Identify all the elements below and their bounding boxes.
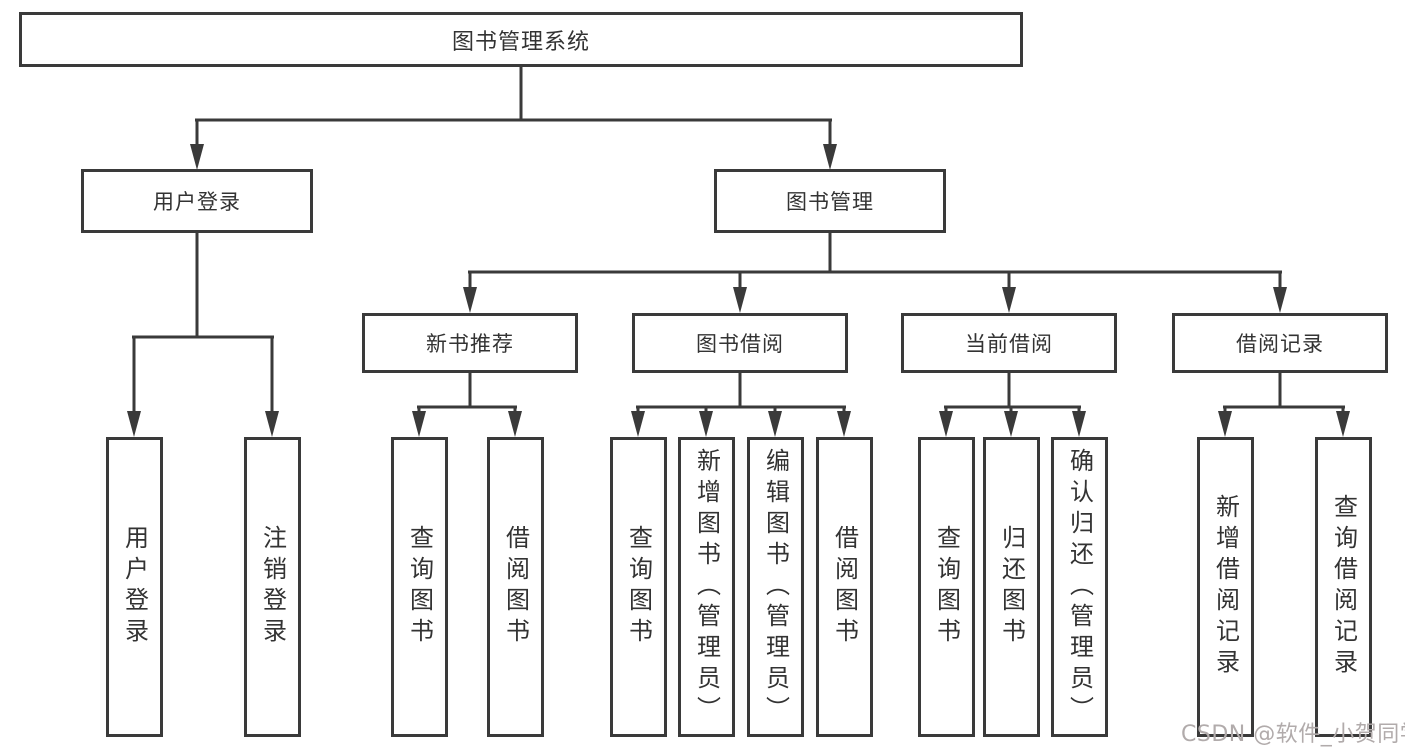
leaf-label: 归还图书 — [997, 525, 1026, 649]
leaf-label: 注销登录 — [258, 525, 287, 649]
leaf-return-books: 归还图书 — [983, 437, 1040, 737]
leaf-label: 确认归还（管理员） — [1065, 447, 1094, 727]
node-new-book-recommendation: 新书推荐 — [362, 313, 578, 373]
leaf-label: 查询图书 — [624, 525, 653, 649]
leaf-borrowing-query-books: 查询图书 — [610, 437, 667, 737]
leaf-user-login: 用户登录 — [106, 437, 163, 737]
leaf-label: 用户登录 — [120, 525, 149, 649]
node-current-borrowing: 当前借阅 — [901, 313, 1117, 373]
node-library-management-system: 图书管理系统 — [19, 12, 1023, 67]
leaf-label: 借阅图书 — [830, 525, 859, 649]
node-book-borrowing: 图书借阅 — [632, 313, 848, 373]
leaf-edit-books-admin: 编辑图书（管理员） — [747, 437, 804, 737]
node-user-login: 用户登录 — [81, 169, 313, 233]
leaf-label: 查询图书 — [405, 525, 434, 649]
watermark: CSDN @软件_小贺同学 — [1181, 722, 1405, 747]
leaf-current-query-books: 查询图书 — [918, 437, 975, 737]
leaf-label: 借阅图书 — [501, 525, 530, 649]
leaf-add-borrow-record: 新增借阅记录 — [1197, 437, 1254, 737]
leaf-label: 新增借阅记录 — [1211, 494, 1240, 680]
leaf-label: 查询图书 — [932, 525, 961, 649]
leaf-logout: 注销登录 — [244, 437, 301, 737]
node-borrowing-records: 借阅记录 — [1172, 313, 1388, 373]
leaf-borrow-books: 借阅图书 — [816, 437, 873, 737]
leaf-recommend-borrow-books: 借阅图书 — [487, 437, 544, 737]
leaf-label: 编辑图书（管理员） — [761, 447, 790, 727]
leaf-query-borrow-record: 查询借阅记录 — [1315, 437, 1372, 737]
leaf-recommend-query-books: 查询图书 — [391, 437, 448, 737]
leaf-label: 新增图书（管理员） — [692, 447, 721, 727]
leaf-label: 查询借阅记录 — [1329, 494, 1358, 680]
node-book-management: 图书管理 — [714, 169, 946, 233]
leaf-confirm-return-admin: 确认归还（管理员） — [1051, 437, 1108, 737]
leaf-add-books-admin: 新增图书（管理员） — [678, 437, 735, 737]
arrowheads — [127, 144, 1350, 437]
